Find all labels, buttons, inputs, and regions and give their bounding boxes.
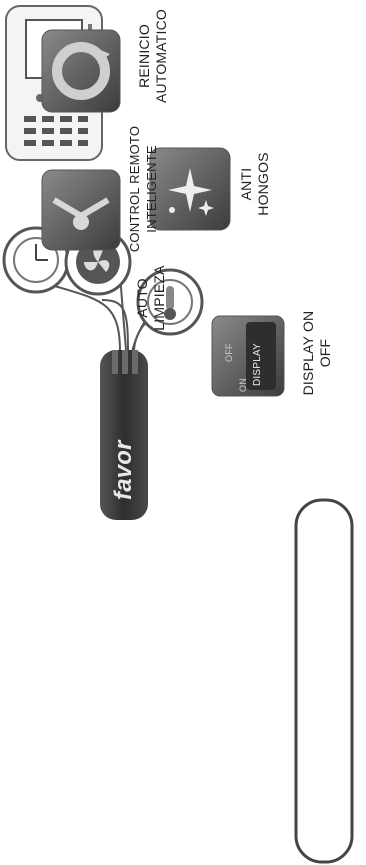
display-on-off-text: ON bbox=[238, 378, 248, 392]
bottom-capsule bbox=[294, 498, 354, 864]
anti-fungus-icon bbox=[149, 147, 231, 231]
display-word: DISPLAY bbox=[252, 343, 263, 386]
caption-auto-limpieza: AUTO LIMPIEZA bbox=[134, 265, 167, 331]
caption-display: DISPLAY ON OFF bbox=[300, 310, 333, 396]
brand-name: favor bbox=[110, 440, 137, 500]
caption-anti-hongos: ANTI HONGOS bbox=[238, 152, 271, 216]
display-off-text: OFF bbox=[224, 343, 234, 362]
caption-control-remoto: CONTROL REMOTO INTELIGENTE bbox=[127, 125, 159, 253]
thermometer-icon bbox=[136, 268, 204, 336]
auto-restart-icon bbox=[41, 29, 121, 113]
display-icon bbox=[211, 315, 285, 397]
remote-signal-icon bbox=[41, 169, 121, 251]
caption-reinicio: REINICIO AUTOMATICO bbox=[136, 8, 169, 104]
brand-bar bbox=[100, 350, 148, 520]
